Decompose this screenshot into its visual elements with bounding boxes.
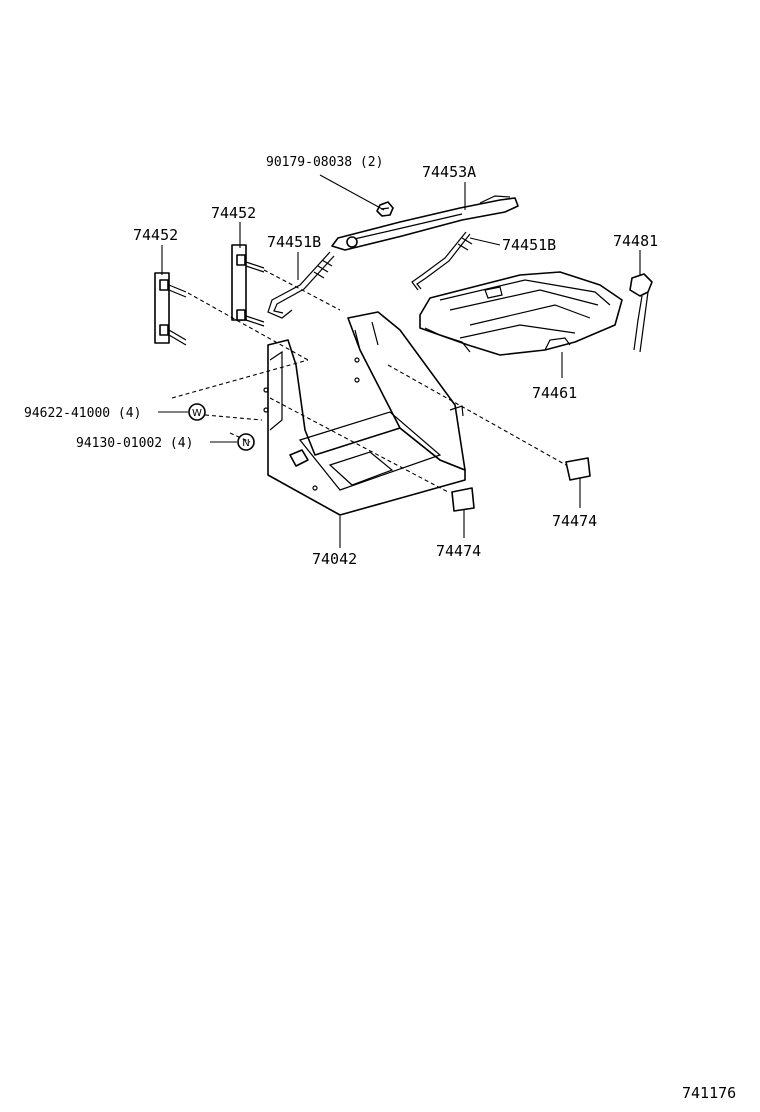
label-insulator-left: 74474 <box>436 542 481 560</box>
battery-cover-part <box>419 271 623 356</box>
insulator-left-part <box>451 487 475 512</box>
clamp-bolt-mid-part <box>231 244 265 327</box>
clamp-bolt-left-part <box>154 272 187 346</box>
insulator-right-part <box>565 457 591 481</box>
label-washer-94622: 94622-41000 (4) <box>24 406 141 421</box>
hook-bolt-right-part <box>411 231 473 291</box>
label-hold-down-clamp: 74453A <box>422 163 476 181</box>
hook-bolt-left-part <box>267 251 335 319</box>
label-hook-bolt-left: 74451B <box>267 233 321 251</box>
label-bolt-90179: 90179-08038 (2) <box>266 155 383 170</box>
assembly-dash-lines <box>171 269 567 493</box>
label-battery-tray: 74042 <box>312 550 357 568</box>
label-nut-94130: 94130-01002 (4) <box>76 436 193 451</box>
washer-icon: W <box>188 403 206 421</box>
svg-text:N: N <box>242 438 249 449</box>
hold-down-clamp-part <box>331 195 519 251</box>
battery-tray-part <box>263 311 466 516</box>
label-insulator-right: 74474 <box>552 512 597 530</box>
label-vent-hose: 74481 <box>613 232 658 250</box>
label-battery-cover: 74461 <box>532 384 577 402</box>
label-hook-bolt-right: 74451B <box>502 236 556 254</box>
vent-hose-part <box>629 273 653 353</box>
leader-lines <box>158 174 641 548</box>
label-clamp-bolt-mid: 74452 <box>211 204 256 222</box>
figure-number: 741176 <box>682 1084 736 1102</box>
label-clamp-bolt-left: 74452 <box>133 226 178 244</box>
bolt-90179-part <box>376 201 394 217</box>
nut-icon: N <box>237 433 255 451</box>
svg-text:W: W <box>192 408 202 419</box>
